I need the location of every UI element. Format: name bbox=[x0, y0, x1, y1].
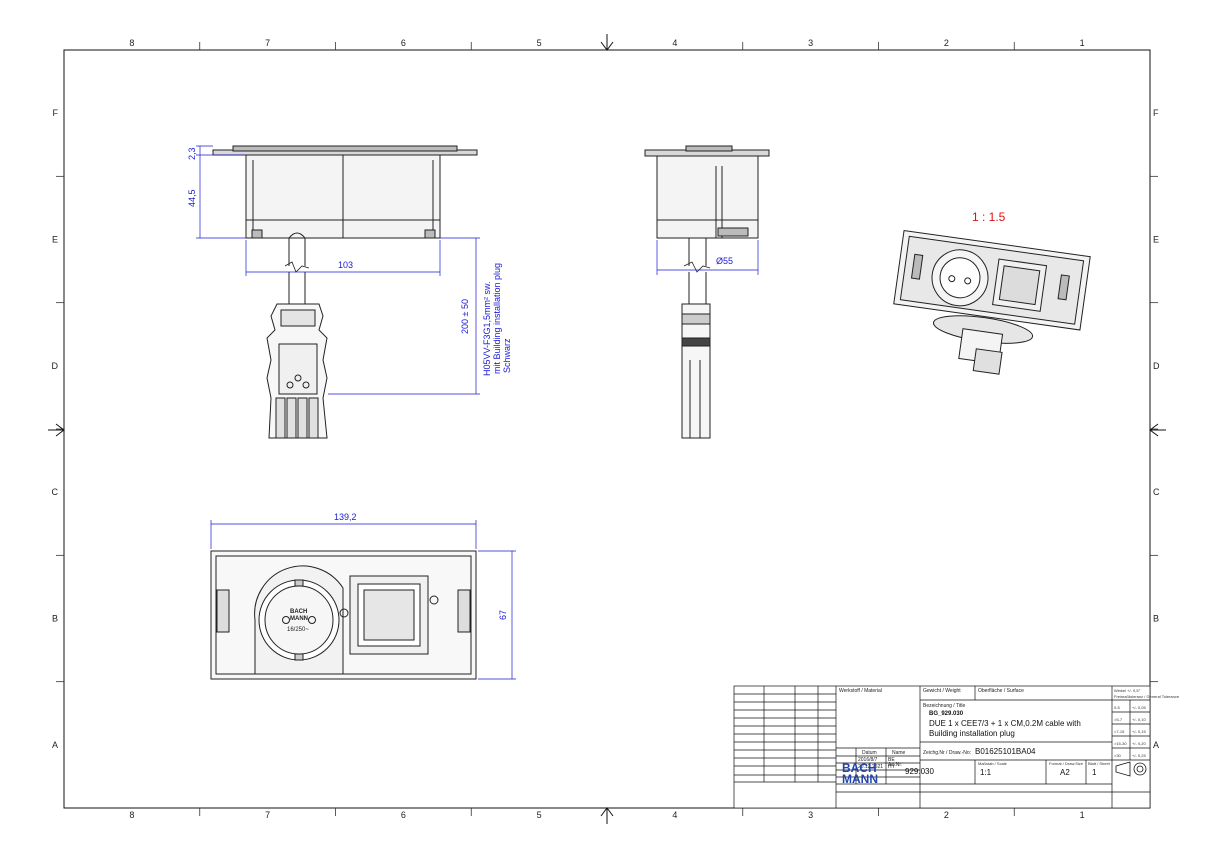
tb-tolerance-value: +/- 0,10 bbox=[1132, 717, 1146, 722]
tb-scale-value: 1:1 bbox=[980, 768, 992, 777]
zone-column-label: 8 bbox=[129, 810, 134, 820]
tb-sheet-label: Blatt / Sheet bbox=[1088, 761, 1111, 766]
zone-column-label: 4 bbox=[672, 810, 677, 820]
zone-column-label: 1 bbox=[1080, 810, 1085, 820]
zone-row-label: C bbox=[1153, 487, 1160, 497]
tb-surface-label: Oberfläche / Surface bbox=[978, 688, 1024, 694]
tb-material-label: Werkstoff / Material bbox=[839, 688, 882, 694]
tb-checked-name: HY bbox=[888, 764, 896, 770]
tb-tolerance-header-1: Winkel +/- 0,5° bbox=[1114, 688, 1141, 693]
side-view bbox=[644, 145, 770, 439]
iso-view bbox=[893, 229, 1091, 375]
top-view bbox=[210, 550, 477, 680]
front-view-dimensions bbox=[196, 145, 480, 395]
zone-column-label: 8 bbox=[129, 38, 134, 48]
tb-tolerance-table: 0-5 +/- 0,05 >5-7 +/- 0,10 >7-15 +/- 0,15 >15-… bbox=[1114, 705, 1146, 758]
tb-drawn-name: BE bbox=[888, 757, 895, 763]
tb-tolerance-value: +/- 0,25 bbox=[1132, 753, 1146, 758]
tb-weight-label: Gewicht / Weight bbox=[923, 688, 961, 694]
zone-row-label: B bbox=[1153, 614, 1159, 624]
tb-drawing-no: B01625101BA04 bbox=[975, 747, 1036, 756]
tb-format-value: A2 bbox=[1060, 768, 1070, 777]
zone-column-label: 2 bbox=[944, 810, 949, 820]
tb-logo-bottom: MANN bbox=[842, 772, 878, 786]
tb-title-line-2: Building installation plug bbox=[929, 729, 1015, 738]
tb-tolerance-range: >7-15 bbox=[1114, 729, 1125, 734]
tb-tolerance-range: >5-7 bbox=[1114, 717, 1123, 722]
projection-symbol-icon bbox=[1115, 761, 1147, 777]
tb-tolerance-value: +/- 0,15 bbox=[1132, 729, 1146, 734]
dim-top-thickness: 2,3 bbox=[187, 147, 197, 160]
tb-tolerance-value: +/- 0,05 bbox=[1132, 705, 1146, 710]
zone-row-label: A bbox=[1153, 740, 1159, 750]
tb-tolerance-range: >15-30 bbox=[1114, 741, 1127, 746]
tb-title-label: Bezeichnung / Title bbox=[923, 703, 965, 709]
dim-diameter: Ø55 bbox=[716, 256, 733, 266]
zone-row-label: C bbox=[52, 487, 59, 497]
dim-cable-length: 200 ± 50 bbox=[460, 299, 470, 334]
zone-column-label: 3 bbox=[808, 810, 813, 820]
zone-row-label: F bbox=[1153, 108, 1159, 118]
centering-marks bbox=[48, 34, 1166, 824]
tb-scale-label: Maßstab / Scale bbox=[978, 761, 1008, 766]
front-view bbox=[212, 145, 478, 439]
iso-scale-label: 1 : 1.5 bbox=[972, 210, 1006, 224]
tb-drawing-no-label: Zeichg.Nr / Draw.-No: bbox=[923, 750, 971, 756]
tb-checked-date: 20.12.2021 bbox=[858, 764, 883, 770]
dim-body-width: 103 bbox=[338, 260, 353, 270]
zone-row-label: E bbox=[1153, 235, 1159, 245]
tb-format-label: Format / Draw.Size bbox=[1049, 761, 1084, 766]
cable-note-line-3: Schwarz bbox=[502, 338, 512, 373]
zone-row-label: B bbox=[52, 614, 58, 624]
cable-note-line-1: H05VV-F3G1,5mm² sw. bbox=[482, 281, 492, 376]
tb-art-no-label: Art.Nr: bbox=[888, 762, 902, 768]
brand-mark-line-1: BACH bbox=[290, 609, 307, 615]
zone-row-label: F bbox=[53, 108, 59, 118]
zone-column-label: 3 bbox=[808, 38, 813, 48]
zone-row-label: E bbox=[52, 235, 58, 245]
tb-item-code: BG_929.030 bbox=[929, 711, 964, 717]
tb-title-line-1: DUE 1 x CEE7/3 + 1 x CM,0.2M cable with bbox=[929, 719, 1081, 728]
dim-top-width: 139,2 bbox=[334, 512, 357, 522]
zone-column-label: 7 bbox=[265, 810, 270, 820]
tb-logo-top: BACH bbox=[842, 761, 877, 775]
zone-column-label: 5 bbox=[537, 810, 542, 820]
tb-tolerance-range: 0-5 bbox=[1114, 705, 1121, 710]
tb-tolerance-range: >30 bbox=[1114, 753, 1122, 758]
brand-mark-line-2: MANN bbox=[290, 616, 308, 622]
dim-body-height: 44,5 bbox=[187, 189, 197, 207]
tb-drawn-date: 2016/8/7 bbox=[858, 757, 878, 763]
zone-ticks bbox=[56, 42, 1158, 816]
tb-tolerance-value: +/- 0,20 bbox=[1132, 741, 1146, 746]
tb-sheet-value: 1 bbox=[1092, 768, 1097, 777]
zone-column-label: 5 bbox=[537, 38, 542, 48]
side-view-dimensions bbox=[656, 240, 759, 275]
tb-tolerance-header-2: Freimaßtoleranz / General Tolerance bbox=[1114, 694, 1180, 699]
socket-rating: 16/250~ bbox=[287, 627, 309, 633]
tb-name-header: Name bbox=[892, 750, 906, 756]
zone-column-label: 4 bbox=[672, 38, 677, 48]
zone-column-label: 7 bbox=[265, 38, 270, 48]
tb-art-no: 929.030 bbox=[905, 767, 934, 776]
zone-column-label: 6 bbox=[401, 38, 406, 48]
dim-top-height: 67 bbox=[498, 610, 508, 620]
cable-note-line-2: mit Building installation plug bbox=[492, 263, 502, 374]
zone-column-label: 6 bbox=[401, 810, 406, 820]
title-block bbox=[733, 685, 1151, 809]
zone-row-label: A bbox=[52, 740, 58, 750]
zone-column-label: 2 bbox=[944, 38, 949, 48]
top-view-dimensions bbox=[210, 520, 516, 680]
zone-column-label: 1 bbox=[1080, 38, 1085, 48]
zone-row-label: D bbox=[52, 361, 59, 371]
tb-date-header: Datum bbox=[862, 750, 877, 756]
zone-row-label: D bbox=[1153, 361, 1160, 371]
